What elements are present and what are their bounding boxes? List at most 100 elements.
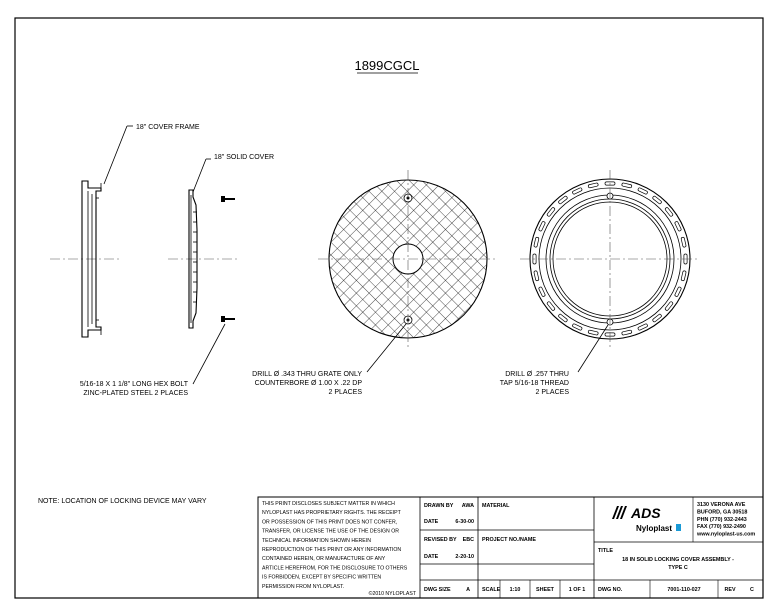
scale-value: 1:10 — [510, 587, 521, 593]
disclaimer-line: TECHNICAL INFORMATION SHOWN HEREIN — [262, 538, 371, 544]
address-line: PHN (770) 932-2443 — [697, 517, 747, 523]
logo-mark — [676, 524, 681, 531]
disclaimer-line: PERMISSION FROM NYLOPLAST. — [262, 584, 344, 590]
disclaimer-line: NYLOPLAST HAS PROPRIETARY RIGHTS. THE RE… — [262, 510, 402, 516]
address-line: 3130 VERONA AVE — [697, 502, 746, 508]
cover-leader — [192, 158, 207, 193]
title-block — [257, 496, 764, 599]
frame-slot — [637, 187, 648, 195]
frame-slot — [587, 182, 599, 189]
ads-logo-slashes — [612, 506, 627, 519]
revised-by-value: EBC — [463, 537, 474, 543]
logo-slash — [616, 506, 623, 519]
frame-slot — [572, 323, 583, 331]
cover-frame-plan-view — [520, 170, 700, 348]
frame-callout: 18" COVER FRAME — [136, 124, 200, 131]
grate-drill-line3: 2 PLACES — [329, 389, 363, 396]
bolt-callout-line2: ZINC-PLATED STEEL 2 PLACES — [83, 390, 188, 397]
frame-slots — [532, 181, 688, 337]
rev-value: C — [750, 587, 754, 593]
frame-slot — [652, 313, 662, 323]
solid-cover-section-view — [168, 189, 240, 329]
ads-logo: ADS Nyloplast — [612, 505, 681, 533]
frame-slot — [674, 221, 682, 232]
address-line: www.nyloplast-us.com — [696, 532, 755, 538]
revised-date-value: 2-20-10 — [455, 554, 474, 560]
disclaimer-line: REPRODUCTION OF THIS PRINT OR ANY INFORM… — [262, 547, 401, 553]
title-label: TITLE — [598, 548, 613, 554]
frame-slot — [621, 182, 633, 189]
hex-bolt-top — [221, 196, 235, 202]
frame-slot — [538, 221, 546, 232]
bolt-callout-line1: 5/16-18 X 1 1/8" LONG HEX BOLT — [80, 381, 189, 388]
location-note: NOTE: LOCATION OF LOCKING DEVICE MAY VAR… — [38, 498, 207, 505]
material-label: MATERIAL — [482, 503, 510, 509]
frame-slot — [637, 323, 648, 331]
rev-label: REV — [724, 587, 735, 593]
sheet-label: SHEET — [536, 587, 555, 593]
logo-ads-text: ADS — [630, 505, 661, 521]
frame-slot — [558, 313, 568, 323]
dwg-size-value: A — [466, 587, 470, 593]
frame-drill-line3: 2 PLACES — [536, 389, 570, 396]
grate-drill-line1: DRILL Ø .343 THRU GRATE ONLY — [252, 371, 362, 378]
dwg-no-label: DWG NO. — [598, 587, 623, 593]
part-number: 1899CGCL — [354, 58, 419, 73]
logo-slash — [620, 506, 627, 519]
frame-slot — [558, 195, 568, 205]
disclaimer-line: THIS PRINT DISCLOSES SUBJECT MATTER IN W… — [262, 501, 395, 507]
frame-slot — [546, 301, 556, 311]
frame-slot — [533, 236, 540, 248]
cover-frame-section-view — [50, 180, 120, 338]
dwg-no-value: 7001-110-027 — [667, 587, 700, 593]
drawn-by-label: DRAWN BY — [424, 503, 454, 509]
frame-slot — [664, 301, 674, 311]
address-line: FAX (770) 932-2490 — [697, 524, 746, 530]
frame-leader — [103, 125, 128, 185]
drawn-by-value: AWA — [462, 503, 474, 509]
disclaimer-line: CONTAINED HEREIN, OR MANUFACTURE OF ANY — [262, 556, 386, 562]
frame-slot — [546, 207, 556, 217]
proprietary-disclaimer: THIS PRINT DISCLOSES SUBJECT MATTER IN W… — [262, 501, 408, 590]
frame-slot — [652, 195, 662, 205]
scale-label: SCALE — [482, 587, 501, 593]
frame-slot — [621, 329, 633, 336]
frame-slot — [572, 187, 583, 195]
disclaimer-line: ARTICLE HEREFROM, FOR THE DISCLOSURE TO … — [262, 565, 408, 571]
disclaimer-line: OR POSSESSION OF THIS PRINT DOES NOT CON… — [262, 519, 397, 525]
logo-slash — [612, 506, 619, 519]
frame-slot — [664, 207, 674, 217]
revised-date-label: DATE — [424, 554, 439, 560]
disclaimer-line: TRANSFER, OR LICENSE THE USE OF THE DESI… — [262, 529, 399, 535]
bolt-leader — [192, 323, 226, 385]
title-line1: 18 IN SOLID LOCKING COVER ASSEMBLY - — [622, 557, 734, 563]
frame-drill-leader — [577, 324, 609, 373]
copyright: ©2010 NYLOPLAST — [369, 590, 417, 597]
frame-slot — [680, 270, 687, 282]
frame-slot — [533, 270, 540, 282]
disclaimer-line: IS FORBIDDEN, EXCEPT BY SPECIFIC WRITTEN — [262, 575, 381, 581]
hex-bolt-bottom — [221, 316, 235, 322]
project-label: PROJECT NO./NAME — [482, 537, 536, 543]
frame-slot — [680, 236, 687, 248]
logo-nyloplast-text: Nyloplast — [636, 524, 672, 533]
address-line: BUFORD, GA 30518 — [697, 509, 747, 515]
drawn-date-label: DATE — [424, 519, 439, 525]
title-line2: TYPE C — [668, 565, 688, 571]
frame-drill-line2: TAP 5/16-18 THREAD — [500, 380, 569, 387]
cover-callout: 18" SOLID COVER — [214, 154, 274, 161]
grate-drill-leader — [366, 323, 407, 373]
revised-by-label: REVISED BY — [424, 537, 457, 543]
frame-slot — [674, 286, 682, 297]
solid-cover-plan-view — [318, 170, 498, 348]
frame-slot — [587, 329, 599, 336]
grate-drill-line2: COUNTERBORE Ø 1.00 X .22 DP — [255, 380, 363, 387]
sheet-value: 1 OF 1 — [569, 587, 585, 593]
dwg-size-label: DWG SIZE — [424, 587, 451, 593]
drawn-date-value: 6-30-00 — [455, 519, 474, 525]
frame-drill-line1: DRILL Ø .257 THRU — [505, 371, 569, 378]
frame-slot — [538, 286, 546, 297]
